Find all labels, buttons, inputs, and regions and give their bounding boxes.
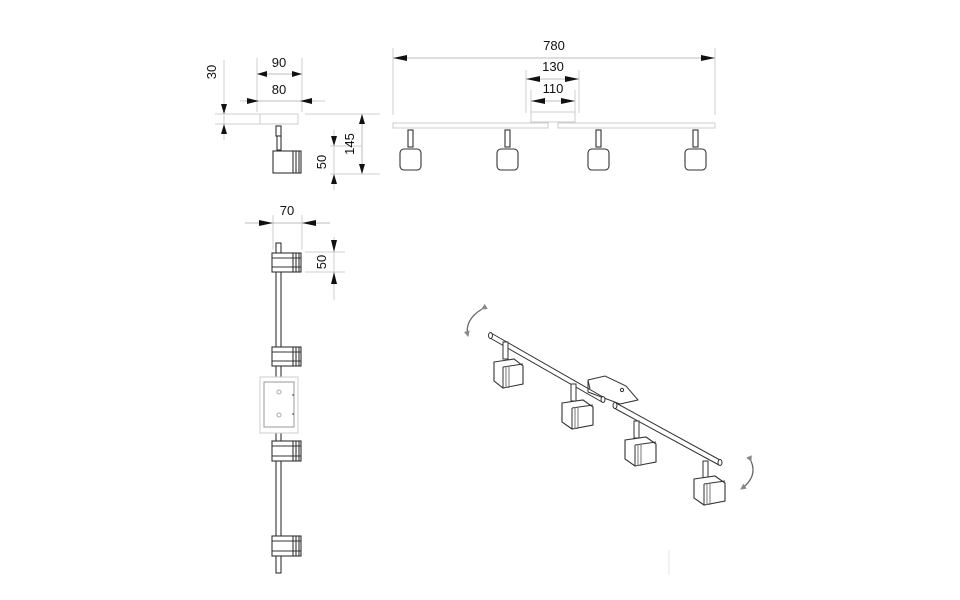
iso-spot-3 [624,420,657,467]
dim-canopy-width: 130 [542,59,564,74]
dim-plate-height: 30 [204,65,219,79]
dim-inner-width: 80 [272,82,286,97]
dim-outer-width: 90 [272,55,286,70]
side-view: 90 80 30 145 50 [204,55,380,190]
iso-spot-4 [693,460,726,506]
iso-view [463,303,754,575]
dim-head-size: 50 [314,255,329,269]
dim-total-length: 780 [543,38,565,53]
top-view: 70 50 [245,203,345,574]
front-spot-3 [587,129,610,171]
top-spot-3 [271,440,302,462]
dim-head-height: 50 [314,155,329,169]
dim-depth: 70 [280,203,294,218]
top-spot-2 [271,346,302,367]
front-view: 780 130 110 [392,38,716,171]
dim-total-height: 145 [342,133,357,155]
iso-spot-2 [561,383,594,430]
top-spot-1 [271,252,302,273]
iso-spot-1 [493,341,524,389]
dim-canopy-inner: 110 [543,81,564,96]
front-spot-4 [684,129,707,171]
front-spot-1 [399,129,422,171]
front-spot-2 [496,129,519,171]
rotate-arrow-icon-right [740,455,754,490]
rotate-arrow-icon-left [463,303,488,337]
top-spot-4 [271,535,302,557]
